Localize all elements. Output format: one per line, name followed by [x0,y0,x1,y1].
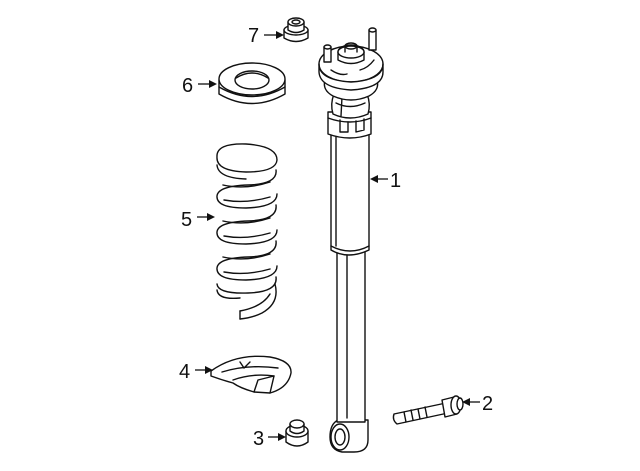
part-3-nut [285,419,309,447]
callout-1: 1 [370,170,401,192]
callout-5: 5 [181,209,215,231]
callout-number-1: 1 [390,170,401,192]
part-4-lower-spring-seat [210,355,292,394]
callout-number-6: 6 [182,75,193,97]
part-5-coil-spring [216,143,278,320]
part-2-bolt [392,395,464,425]
callout-2: 2 [462,393,493,415]
callout-number-4: 4 [179,361,190,383]
part-7-mount-nut [283,17,309,43]
callout-3: 3 [253,428,286,450]
callout-7: 7 [248,25,284,47]
callout-number-3: 3 [253,428,264,450]
part-1-shock-absorber [318,27,384,453]
callout-number-7: 7 [248,25,259,47]
callout-number-2: 2 [482,393,493,415]
callout-4: 4 [179,361,213,383]
part-6-upper-insulator [218,62,286,105]
callout-6: 6 [182,75,217,97]
callout-number-5: 5 [181,209,192,231]
